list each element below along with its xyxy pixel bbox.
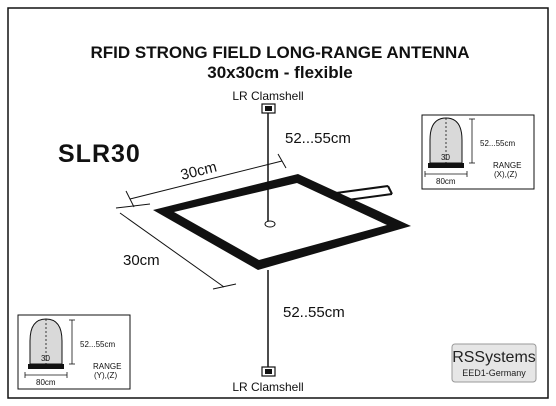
bottom-reader-label: LR Clamshell bbox=[232, 380, 303, 394]
bottom-distance-label: 52..55cm bbox=[283, 304, 345, 321]
diagram-subtitle: 30x30cm - flexible bbox=[207, 63, 353, 82]
brand-name: RSSystems bbox=[452, 349, 536, 366]
depth-label: 30cm bbox=[123, 252, 160, 269]
bottom-reader-icon bbox=[261, 366, 276, 377]
brand-box: RSSystems EED1-Germany bbox=[451, 343, 537, 383]
inset-left-range-value: 52...55cm bbox=[80, 340, 115, 349]
width-dimension bbox=[125, 153, 287, 208]
inset-left-base: 80cm bbox=[36, 378, 56, 387]
diagram-title: RFID STRONG FIELD LONG-RANGE ANTENNA bbox=[90, 43, 469, 62]
inset-right-base: 80cm bbox=[436, 177, 456, 186]
inset-right-inner: 30 bbox=[441, 153, 450, 162]
top-reader-icon bbox=[261, 103, 276, 114]
top-distance-label: 52...55cm bbox=[285, 130, 351, 147]
center-marker bbox=[264, 220, 276, 228]
inset-right-range: 30 80cm 52...55cm RANGE (X),(Z) bbox=[421, 114, 535, 190]
top-reader-label: LR Clamshell bbox=[232, 89, 303, 103]
brand-sub: EED1-Germany bbox=[462, 368, 526, 378]
inset-left-inner: 30 bbox=[41, 354, 50, 363]
inset-right-axes: (X),(Z) bbox=[494, 170, 517, 179]
inset-left-range: 30 80cm 52...55cm RANGE (Y),(Z) bbox=[17, 314, 131, 390]
antenna-loop bbox=[153, 174, 411, 270]
inset-right-range-value: 52...55cm bbox=[480, 139, 515, 148]
depth-dimension bbox=[115, 203, 237, 290]
model-name: SLR30 bbox=[58, 140, 141, 168]
inset-right-range-label: RANGE bbox=[493, 161, 521, 170]
inset-left-axes: (Y),(Z) bbox=[94, 371, 117, 380]
inset-left-range-label: RANGE bbox=[93, 362, 121, 371]
